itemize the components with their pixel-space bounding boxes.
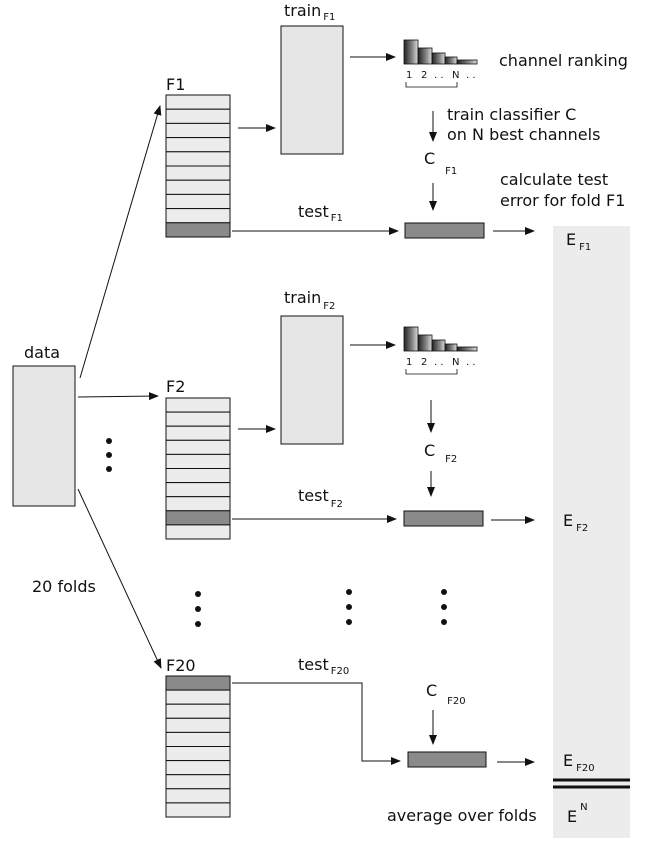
ranking-axis-label: . . [466,70,476,81]
fold-segment [165,703,231,719]
fold-segment [165,524,231,540]
calc-error-line-2: error for fold F1 [500,191,625,210]
fold-segment-test [165,675,231,691]
train-box-f1 [280,25,344,155]
arrow-data-to-f20 [77,488,162,669]
ranking-axis-label: 2 [421,70,427,81]
fold-segment [165,760,231,776]
classifier-label-f1: CF1 [424,149,457,177]
fold-segment [165,151,231,167]
fold-segment-test [165,510,231,526]
ranking-bar [431,339,446,352]
data-ellipsis-dot [106,466,112,472]
fold-segment [165,411,231,427]
fold-segment [165,468,231,484]
ranking-axis-label: . . [434,357,444,368]
test-bar-f2 [403,510,484,527]
fold-ellipsis [195,591,201,627]
ranking-axis-label: 2 [421,357,427,368]
fold-segment [165,453,231,469]
classifier-label-f20: CF20 [426,681,466,707]
fold-segment [165,788,231,804]
train-classifier-line-1: train classifier C [447,105,576,124]
ranking-bracket [405,369,458,375]
ranking-bar [403,326,419,352]
ranking-bar [431,52,446,65]
ranking-bar [456,346,478,352]
ranking-axis-label: . . [434,70,444,81]
channel-ranking-label: channel ranking [499,51,628,70]
fold-segment [165,179,231,195]
fold-segment [165,137,231,153]
ranking-bar [444,56,458,65]
fold-segment [165,717,231,733]
fold-label-f20: F20 [166,656,196,675]
fold-segment-test [165,222,231,238]
average-label: average over folds [387,806,537,825]
fold-segment [165,689,231,705]
fold-segment [165,193,231,210]
data-label: data [24,343,60,362]
data-ellipsis-dot [106,452,112,458]
fold-segment [165,802,231,818]
ranking-axis-label: N [452,357,459,368]
calc-error-line-1: calculate test [500,170,608,189]
fold-segment [165,731,231,748]
ranking-bar [417,47,433,65]
ranking-bar [417,334,433,352]
ranking-axis-label: 1 [406,357,412,368]
ranking-axis-label: 1 [406,70,412,81]
train-box-f2 [280,315,344,445]
arrow-data-to-f1 [79,105,162,379]
fold-stack-f2 [165,397,231,540]
fold-segment [165,746,231,762]
ranking-bar [444,343,458,352]
fold-segment [165,496,231,512]
ranking-bar [456,59,478,65]
fold-stack-f20 [165,675,231,818]
folds-count-label: 20 folds [32,577,96,596]
fold-stack-f1 [165,94,231,238]
fold-segment [165,208,231,224]
ranking-bracket [405,82,458,88]
fold-segment [165,774,231,790]
test-bar-f1 [404,222,485,239]
fold-segment [165,439,231,455]
fold-segment [165,482,231,498]
ranking-axis-label: N [452,70,459,81]
error-column [553,226,630,838]
test-bar-f20 [407,751,487,768]
data-box [12,365,76,507]
fold-segment [165,122,231,139]
ranking-bar [403,39,419,65]
fold-segment [165,94,231,110]
fold-segment [165,165,231,181]
arrow-fold-to-test-f20 [232,682,401,765]
classifier-ellipsis [441,589,447,625]
data-ellipsis-dot [106,438,112,444]
fold-label-f1: F1 [166,75,185,94]
fold-segment [165,108,231,124]
ranking-axis-label: . . [466,357,476,368]
fold-segment [165,397,231,413]
fold-label-f2: F2 [166,377,185,396]
train-classifier-line-2: on N best channels [447,125,600,144]
arrow-data-to-f2 [77,392,159,401]
train-ellipsis [346,589,352,625]
fold-segment [165,425,231,441]
